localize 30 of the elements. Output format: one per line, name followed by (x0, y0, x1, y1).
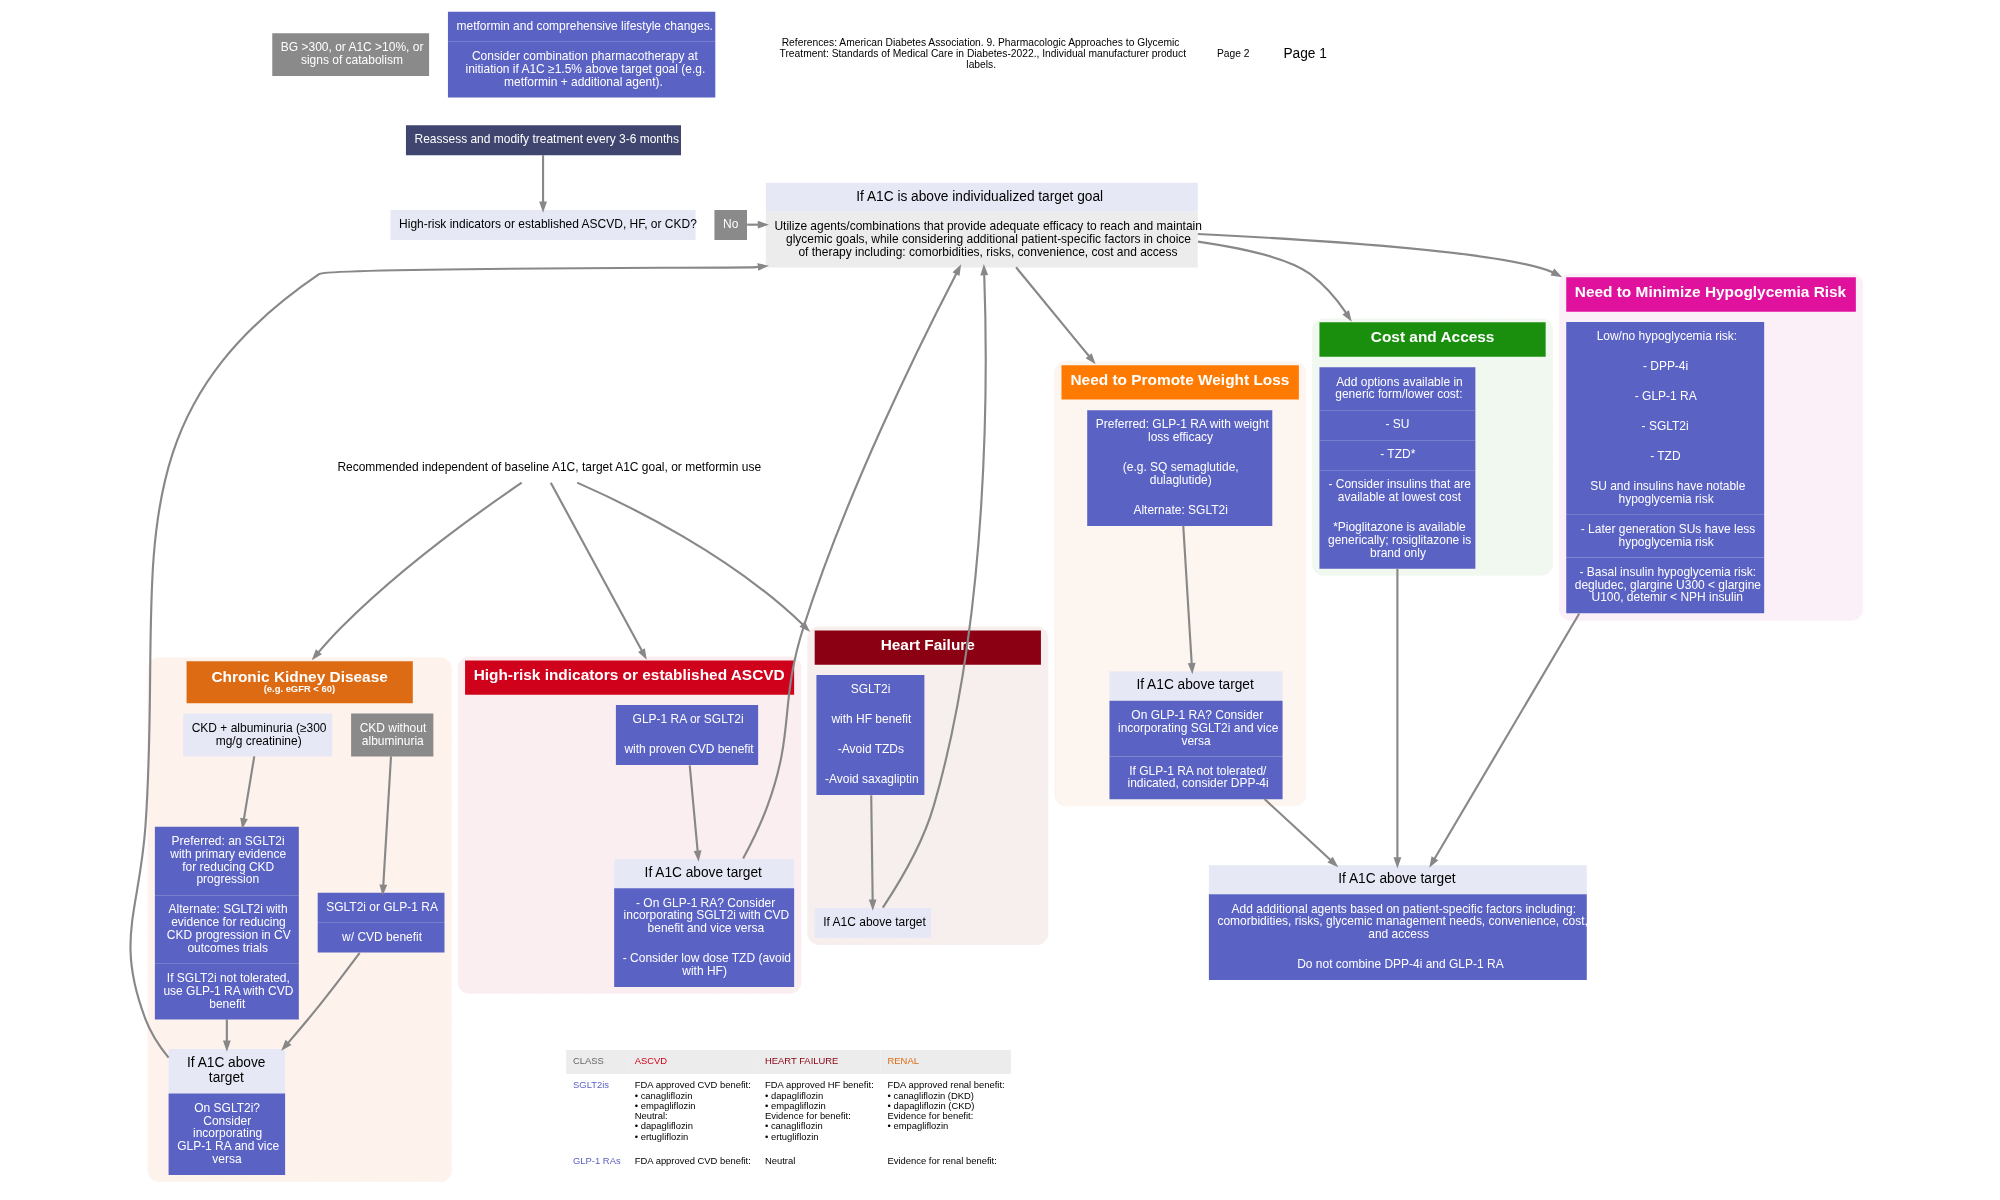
label: • dapagliflozin (634, 1120, 693, 1132)
label: HEART FAILURE (765, 1055, 839, 1067)
label: FDA approved HF benefit: (765, 1079, 874, 1091)
label: • ertugliflozin (765, 1130, 819, 1142)
label: SGLT2is (573, 1079, 609, 1091)
label: FDA approved CVD benefit: (634, 1079, 751, 1091)
label: Page 1 (1283, 45, 1327, 61)
label: References: American Diabetes Association. 9. Pharmacologic Approaches to Glycemic Treatment: Standards of Medical Care in Diabetes-2022., Individual manufacturer product labels. (779, 37, 1187, 71)
label: • empagliflozin (634, 1099, 696, 1111)
label: • dapagliflozin (CKD) (887, 1099, 975, 1111)
label: • canagliflozin (DKD) (887, 1089, 974, 1101)
label: Page 2 (1217, 48, 1250, 60)
label: Evidence for benefit: (765, 1110, 851, 1122)
label: • canagliflozin (765, 1120, 823, 1132)
label: • empagliflozin (765, 1099, 826, 1111)
label: FDA approved renal benefit: (887, 1079, 1005, 1091)
label: ASCVD (634, 1055, 668, 1067)
label: CLASS (573, 1055, 604, 1067)
label: • ertugliflozin (634, 1130, 689, 1142)
label: Evidence for renal benefit: (887, 1154, 997, 1166)
label: GLP-1 RAs (573, 1154, 621, 1166)
label: • empagliflozin (887, 1120, 949, 1132)
label: Neutral: (634, 1110, 668, 1122)
label: • canagliflozin (634, 1089, 693, 1101)
label: Neutral (765, 1154, 796, 1166)
label: RENAL (887, 1055, 919, 1067)
node-text: Recommended independent of baseline A1C, target A1C goal, or metformin use (337, 460, 762, 475)
label: Evidence for benefit: (887, 1110, 974, 1122)
label: • dapagliflozin (765, 1089, 824, 1101)
label: FDA approved CVD benefit: (634, 1154, 751, 1166)
